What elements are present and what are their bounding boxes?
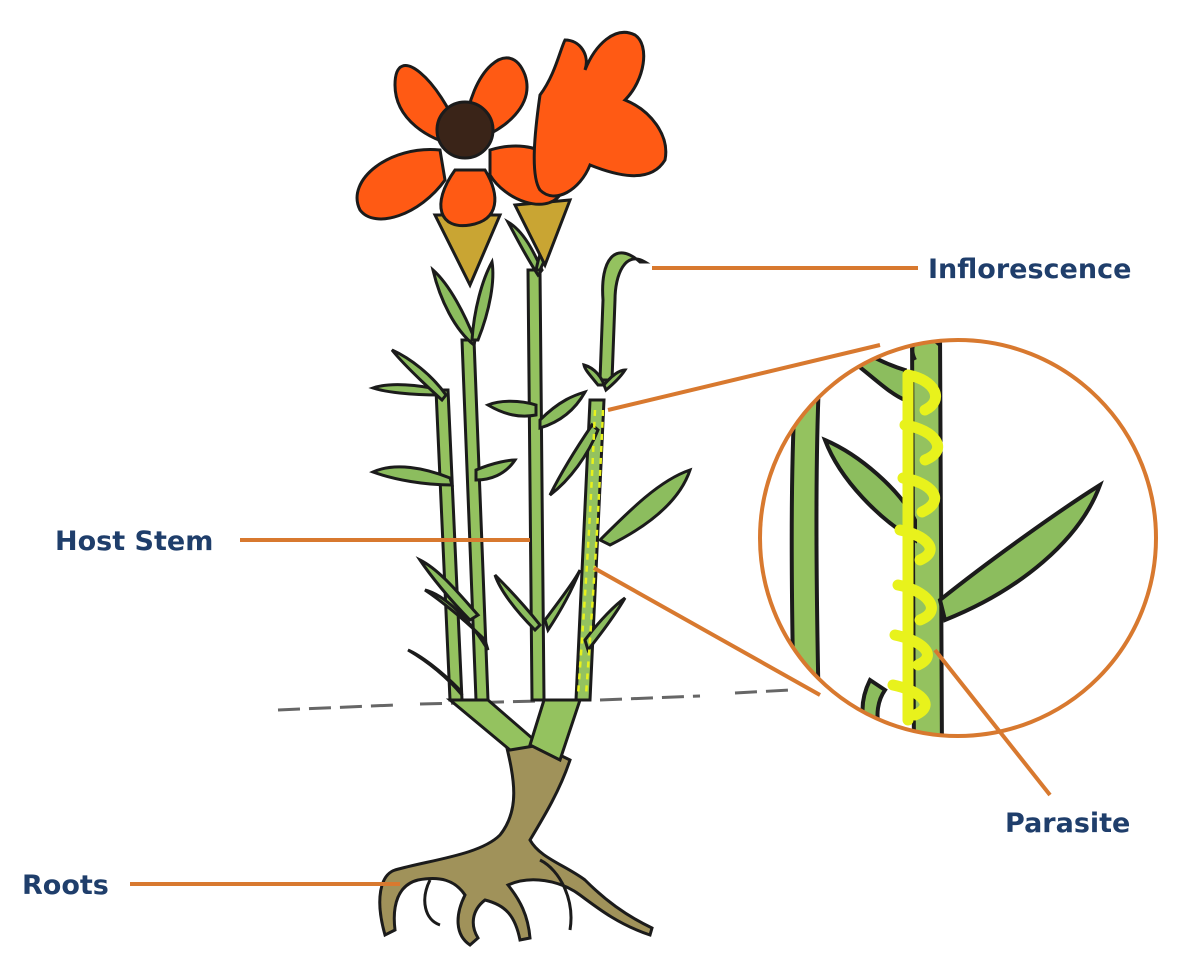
roots-illustration xyxy=(378,738,654,947)
label-host-stem: Host Stem xyxy=(55,526,213,557)
magnified-view xyxy=(758,338,1158,738)
host-stems-illustration xyxy=(434,251,651,763)
label-inflorescence: Inflorescence xyxy=(928,254,1131,285)
leader-lines xyxy=(130,266,1052,886)
label-parasite: Parasite xyxy=(1005,808,1130,839)
parasite-strands-illustration xyxy=(576,409,605,696)
host-leaves-illustration xyxy=(368,211,693,696)
label-roots: Roots xyxy=(22,870,109,901)
flowers-illustration xyxy=(355,31,668,228)
